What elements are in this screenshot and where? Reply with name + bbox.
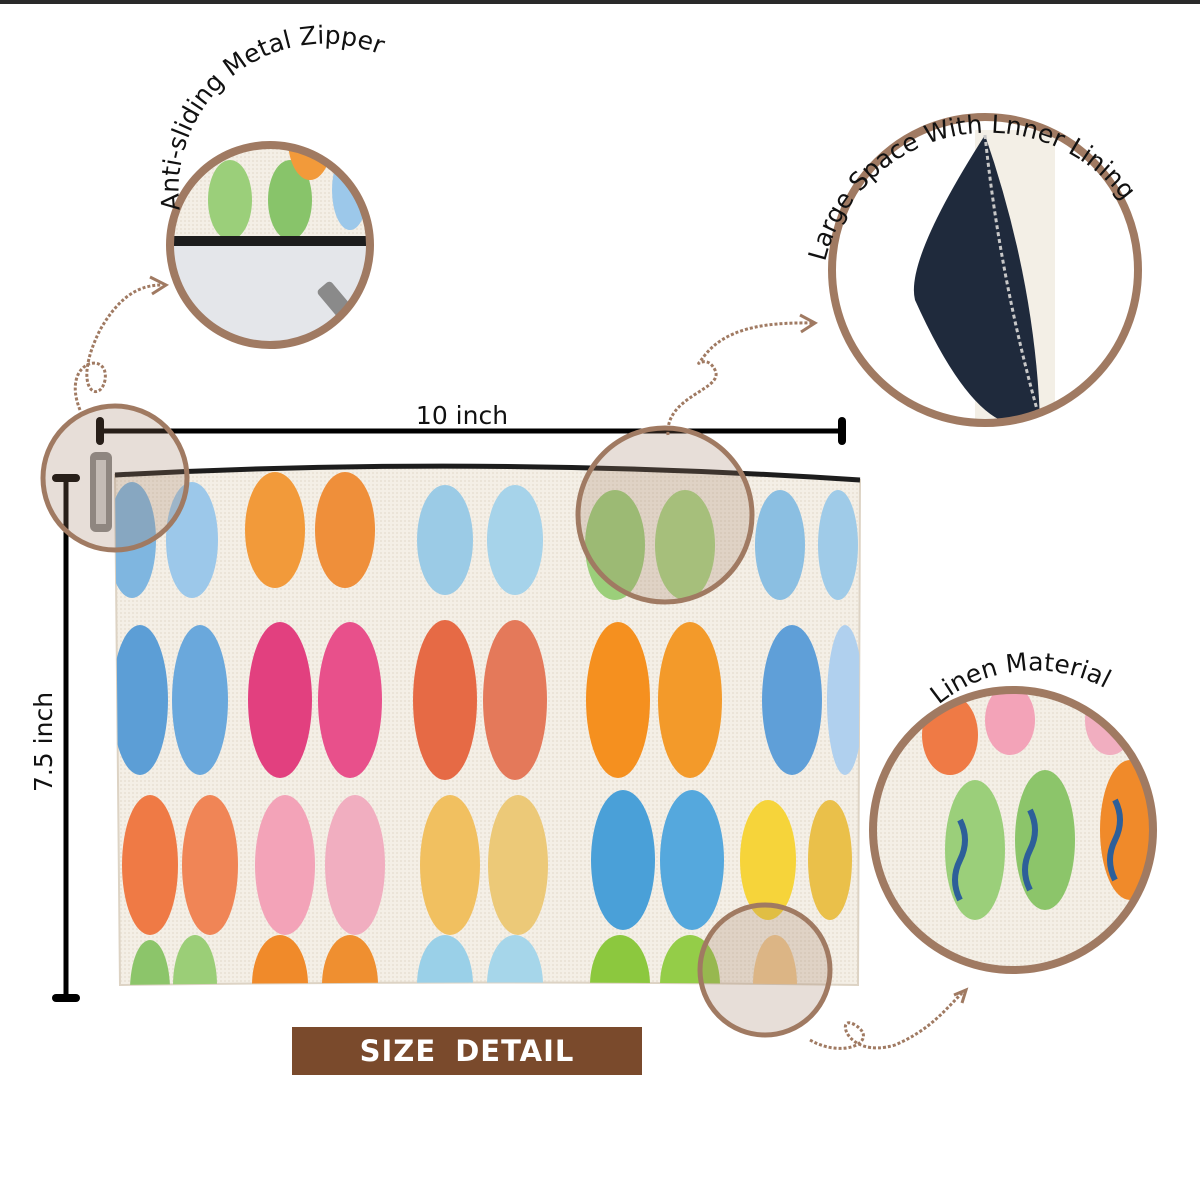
flipflop-row-3 — [122, 790, 852, 935]
detail-circle-linen — [869, 686, 1157, 974]
highlight-circle-space — [575, 425, 755, 605]
curly-arrow-icon-zipper — [73, 275, 170, 411]
height-label: 7.5 inch — [29, 692, 58, 792]
top-border — [0, 0, 1200, 4]
flipflop-row-1 — [115, 472, 858, 600]
flipflop-row-2 — [115, 620, 860, 780]
detail-circle-zipper — [166, 141, 374, 349]
pouch-body — [90, 452, 862, 987]
highlight-circle-linen — [697, 902, 833, 1038]
width-dimension-line — [96, 417, 846, 445]
size-detail-banner: SIZE DETAIL — [292, 1027, 642, 1075]
height-dimension-line — [52, 474, 80, 1002]
curly-arrow-icon-space — [666, 313, 818, 436]
highlight-circle-zipper — [40, 403, 190, 553]
detail-circle-space — [828, 113, 1142, 427]
curly-arrow-icon-linen — [809, 987, 969, 1050]
width-label: 10 inch — [416, 401, 508, 430]
zipper-pull — [90, 452, 112, 532]
